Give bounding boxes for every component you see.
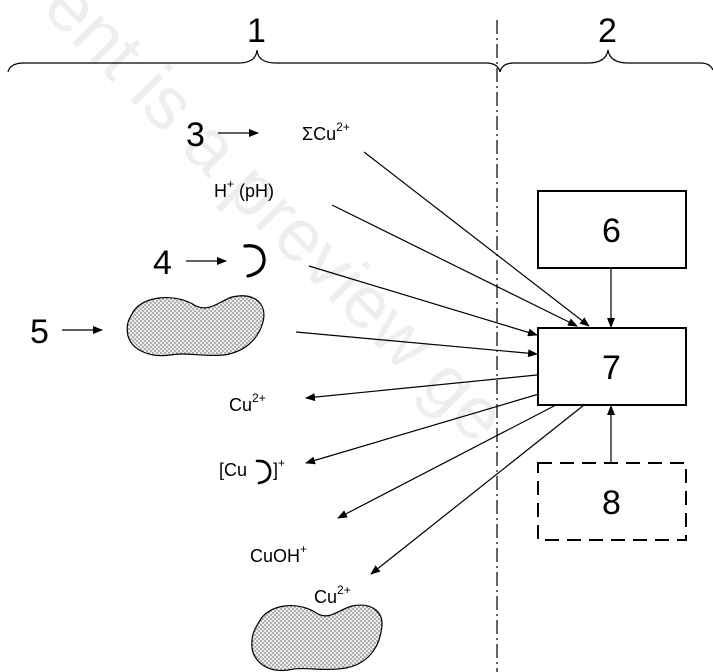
right-region-brace bbox=[499, 49, 713, 73]
box-8 bbox=[537, 462, 687, 541]
arrow-7-to-hydroxide bbox=[337, 404, 557, 519]
copper-complex-open: [Cu bbox=[219, 460, 247, 480]
watermark-text: ent is a preview ge bbox=[29, 0, 524, 458]
copper-hydroxide-label: CuOH+ bbox=[250, 542, 307, 566]
box-8-label: 8 bbox=[602, 484, 621, 522]
copper-complex-close: ]+ bbox=[273, 456, 285, 480]
region-label-1: 1 bbox=[247, 12, 266, 50]
box-7-label: 7 bbox=[602, 349, 621, 387]
left-region-brace bbox=[7, 49, 501, 73]
arrow-solid-to-7 bbox=[295, 331, 538, 358]
box-6 bbox=[537, 190, 687, 269]
arrow-7-to-adsorbed bbox=[370, 404, 585, 575]
ligand-symbol bbox=[243, 244, 266, 278]
arrow-ligand-to-7 bbox=[308, 265, 538, 337]
arrow-7-to-free-copper bbox=[305, 374, 538, 402]
solid-particle-top bbox=[126, 295, 265, 357]
arrow-total-copper-to-7 bbox=[363, 151, 590, 327]
arrow-proton-to-7 bbox=[331, 204, 578, 327]
solid-particle-bottom bbox=[251, 604, 383, 672]
marker-4: 4 bbox=[153, 244, 172, 282]
box-7 bbox=[537, 327, 687, 406]
total-copper-label: ΣCu2+ bbox=[302, 120, 350, 144]
region-label-2: 2 bbox=[598, 12, 617, 50]
box-6-label: 6 bbox=[602, 212, 621, 250]
adsorbed-copper-label: Cu2+ bbox=[314, 583, 351, 607]
marker-3: 3 bbox=[186, 116, 205, 154]
arrow-7-to-complex bbox=[305, 393, 540, 465]
copper-complex-label: [Cu ]+ bbox=[219, 456, 285, 485]
free-copper-label: Cu2+ bbox=[229, 391, 266, 415]
proton-ph-label: H+ (pH) bbox=[214, 177, 274, 201]
marker-5: 5 bbox=[30, 313, 49, 351]
copper-complex-ligand-symbol bbox=[255, 459, 272, 485]
